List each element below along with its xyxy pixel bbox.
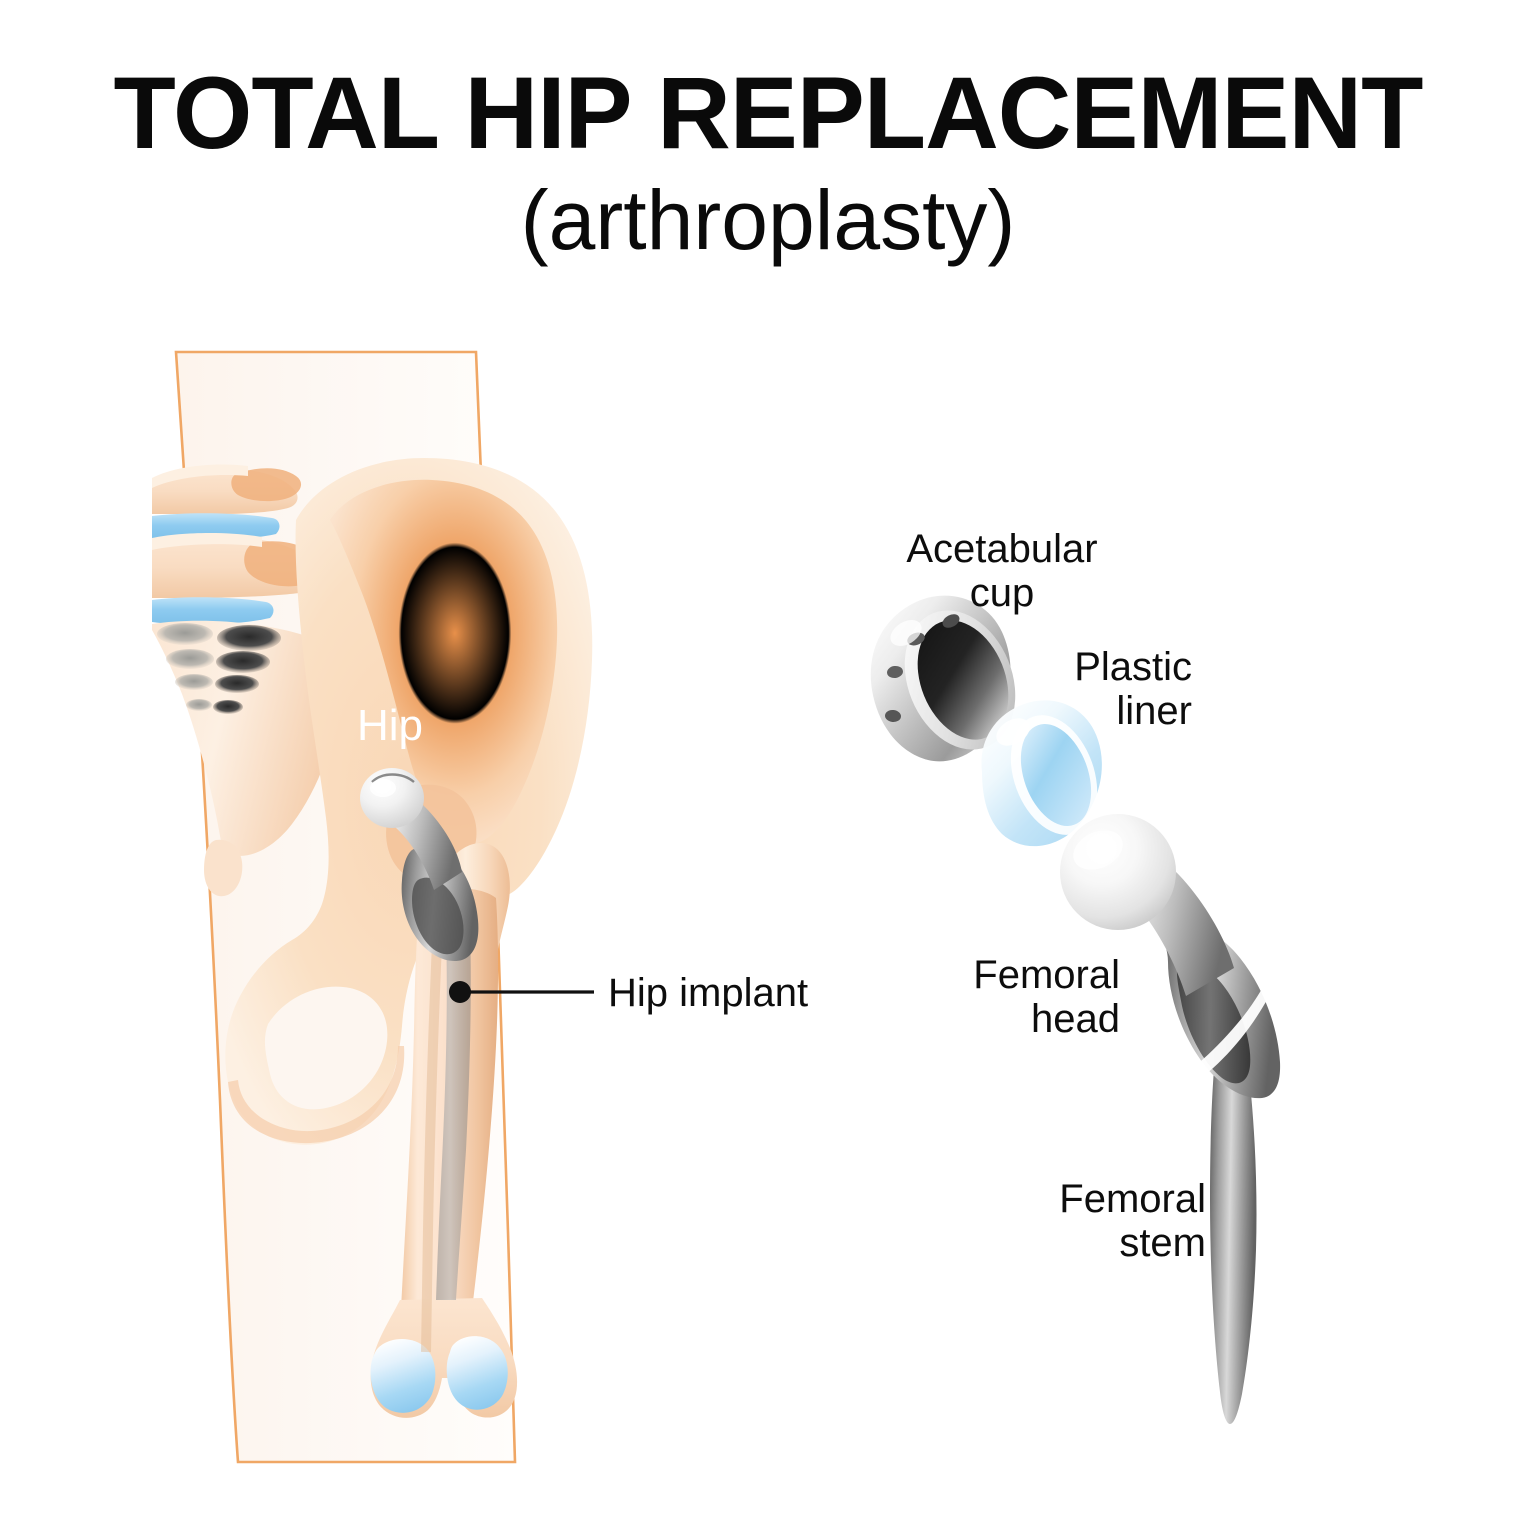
- implanted-stem-shoulder-shadow: [412, 877, 464, 955]
- femoral-head-label-line2: head: [1031, 997, 1120, 1041]
- acetabular-cup-label-line1: Acetabular: [906, 527, 1097, 571]
- femoral-stem-label-line1: Femoral: [1059, 1177, 1206, 1221]
- femoral-stem-label-line2: stem: [1119, 1221, 1206, 1265]
- cup-screw-hole: [942, 614, 960, 628]
- hip-implant-label: Hip implant: [608, 971, 808, 1015]
- femoral-head-ball: [1060, 814, 1176, 930]
- femoral-prosthesis: [1060, 814, 1281, 1424]
- pubis-ramus: [228, 1046, 405, 1144]
- sacrum: [152, 620, 341, 897]
- femoral-head-label-line1: Femoral: [973, 953, 1120, 997]
- obturator-foramen: [264, 986, 388, 1110]
- acetabular-cup: [870, 595, 1016, 762]
- page-title: TOTAL HIP REPLACEMENT: [113, 56, 1424, 170]
- implanted-head-ball: [360, 768, 424, 828]
- hip-label: Hip: [357, 701, 423, 750]
- cup-screw-hole: [887, 665, 903, 679]
- plastic-liner-label-line2: liner: [1116, 689, 1192, 733]
- femoral-stem-shaft: [1210, 1046, 1257, 1424]
- lumbar-vertebrae: [152, 464, 322, 625]
- title-block: TOTAL HIP REPLACEMENT (arthroplasty): [0, 0, 1536, 262]
- vertebra-upper-process: [231, 468, 302, 502]
- intervertebral-disc-1: [152, 513, 280, 541]
- femoral-stem-collar-highlight: [1174, 962, 1281, 1088]
- left-anatomy-panel: Hip Hip implant: [152, 350, 808, 1464]
- sacral-foramen: [213, 700, 243, 714]
- page-subtitle: (arthroplasty): [520, 173, 1016, 267]
- sacral-foramen: [166, 649, 214, 669]
- sacral-foramen: [216, 651, 270, 673]
- sacral-foramen: [215, 675, 259, 693]
- coccyx: [204, 839, 243, 897]
- iliac-fossa: [330, 479, 558, 845]
- sacral-foramen: [186, 699, 212, 711]
- plastic-liner: [981, 700, 1102, 847]
- acetabular-cup-label-line2: cup: [970, 571, 1035, 615]
- exploded-implant-panel: Acetabular cup Plastic liner Femoral hea…: [870, 527, 1281, 1424]
- hip-implant-callout: Hip implant: [449, 971, 808, 1015]
- femoral-condyle-medial: [370, 1339, 436, 1413]
- plastic-liner-label-line1: Plastic: [1074, 645, 1192, 689]
- plastic-liner-interior: [1020, 724, 1092, 826]
- sacral-foramen: [157, 623, 213, 645]
- femoral-condyle-lateral: [446, 1336, 508, 1410]
- femoral-stem-inner-facet: [1176, 963, 1251, 1084]
- implanted-stem: [436, 928, 471, 1300]
- sacral-foramen: [217, 625, 281, 651]
- cup-screw-hole: [885, 709, 901, 723]
- implanted-prosthesis: [360, 768, 479, 1300]
- intervertebral-disc-2: [152, 597, 274, 625]
- sacral-foramen: [175, 674, 213, 690]
- callout-dot: [449, 981, 471, 1003]
- implant-labels: Acetabular cup Plastic liner Femoral hea…: [906, 527, 1206, 1265]
- acetabular-cup-interior: [917, 620, 1009, 740]
